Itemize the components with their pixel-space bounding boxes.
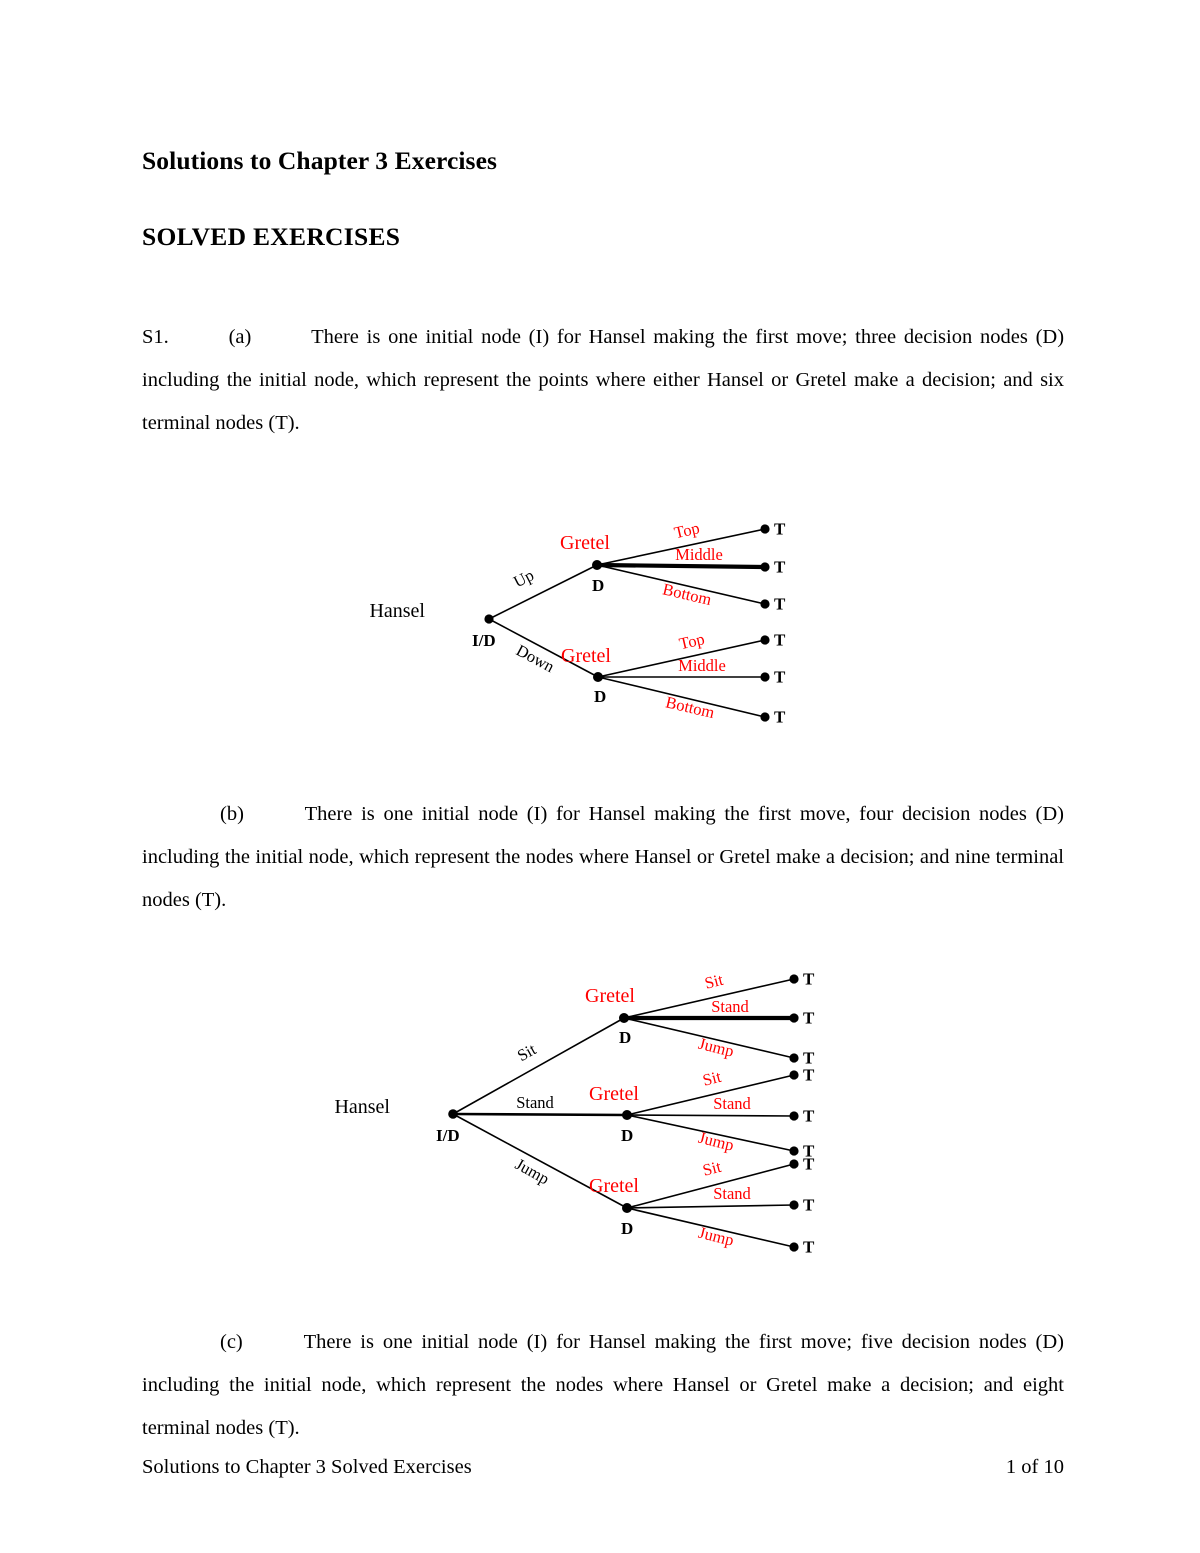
tree-b-terminal-7: T <box>803 1154 815 1174</box>
game-tree-b-svg <box>448 974 799 1252</box>
paragraph-s1c-part: (c) <box>220 1331 243 1353</box>
tree-b-lower-action-stand: Stand <box>713 1183 751 1203</box>
tree-a-terminal-1: T <box>774 519 786 539</box>
tree-b-upper-player: Gretel <box>585 985 635 1007</box>
tree-a-upper-node-label: D <box>592 576 605 595</box>
page-title: Solutions to Chapter 3 Exercises <box>142 146 498 175</box>
tree-a-lower-player: Gretel <box>561 645 611 667</box>
tree-b-root-action-stand: Stand <box>516 1092 554 1112</box>
tree-a-upper-action-middle: Middle <box>675 544 723 564</box>
tree-a-lower-action-middle: Middle <box>678 655 726 675</box>
tree-b-terminal-8: T <box>803 1195 815 1215</box>
tree-b-terminal-6: T <box>803 1141 815 1161</box>
tree-a-root-player: Hansel <box>369 600 425 622</box>
paragraph-s1c: (c) There is one initial node (I) for Ha… <box>142 1292 1064 1450</box>
tree-a-terminal-6: T <box>774 707 786 727</box>
tree-b-lower-player: Gretel <box>589 1175 639 1197</box>
paragraph-s1b: (b) There is one initial node (I) for Ha… <box>142 764 1064 922</box>
tree-b-middle-player: Gretel <box>589 1083 639 1105</box>
tree-a-terminal-5: T <box>774 667 786 687</box>
paragraph-s1a-text: There is one initial node (I) for Hansel… <box>142 326 1065 434</box>
tree-b-terminal-3: T <box>803 1048 815 1068</box>
tree-a-root-node-label: I/D <box>472 631 496 650</box>
tree-a-terminal-2: T <box>774 557 786 577</box>
paragraph-s1b-part: (b) <box>220 803 244 825</box>
tree-b-middle-node-label: D <box>621 1126 634 1145</box>
tree-b-upper-action-stand: Stand <box>711 996 749 1016</box>
tree-a-lower-node-label: D <box>594 687 607 706</box>
tree-b-terminal-9: T <box>803 1237 815 1257</box>
paragraph-s1a-part: (a) <box>228 326 252 348</box>
footer-page-number: 1 of 10 <box>1005 1456 1064 1478</box>
tree-a-terminal-3: T <box>774 594 786 614</box>
page-footer: Solutions to Chapter 3 Solved Exercises … <box>142 1456 1064 1479</box>
section-heading: SOLVED EXERCISES <box>142 222 401 251</box>
tree-b-root-player: Hansel <box>334 1096 390 1118</box>
paragraph-s1b-text: There is one initial node (I) for Hansel… <box>142 803 1064 911</box>
tree-b-terminal-4: T <box>803 1065 815 1085</box>
tree-b-terminal-1: T <box>803 969 815 989</box>
paragraph-s1a-number: S1. <box>142 326 169 348</box>
tree-b-root-node-label: I/D <box>436 1126 460 1145</box>
paragraph-s1a: S1. (a) There is one initial node (I) fo… <box>142 252 1064 445</box>
paragraph-s1c-text: There is one initial node (I) for Hansel… <box>142 1331 1064 1439</box>
footer-left-text: Solutions to Chapter 3 Solved Exercises <box>142 1456 472 1478</box>
page-content: Solutions to Chapter 3 Exercises SOLVED … <box>142 0 1064 1450</box>
tree-a-upper-player: Gretel <box>560 532 610 554</box>
game-tree-a-svg <box>484 524 770 722</box>
tree-a-terminal-4: T <box>774 630 786 650</box>
tree-b-middle-action-stand: Stand <box>713 1093 751 1113</box>
game-tree-b: Hansel I/D Gretel D Gretel D Gretel D Si… <box>142 962 1064 1292</box>
tree-b-terminal-2: T <box>803 1008 815 1028</box>
tree-b-upper-node-label: D <box>619 1028 632 1047</box>
tree-b-lower-node-label: D <box>621 1219 634 1238</box>
game-tree-a: Hansel I/D Gretel D Gretel D Up Down Top… <box>142 499 1064 764</box>
tree-b-terminal-5: T <box>803 1106 815 1126</box>
